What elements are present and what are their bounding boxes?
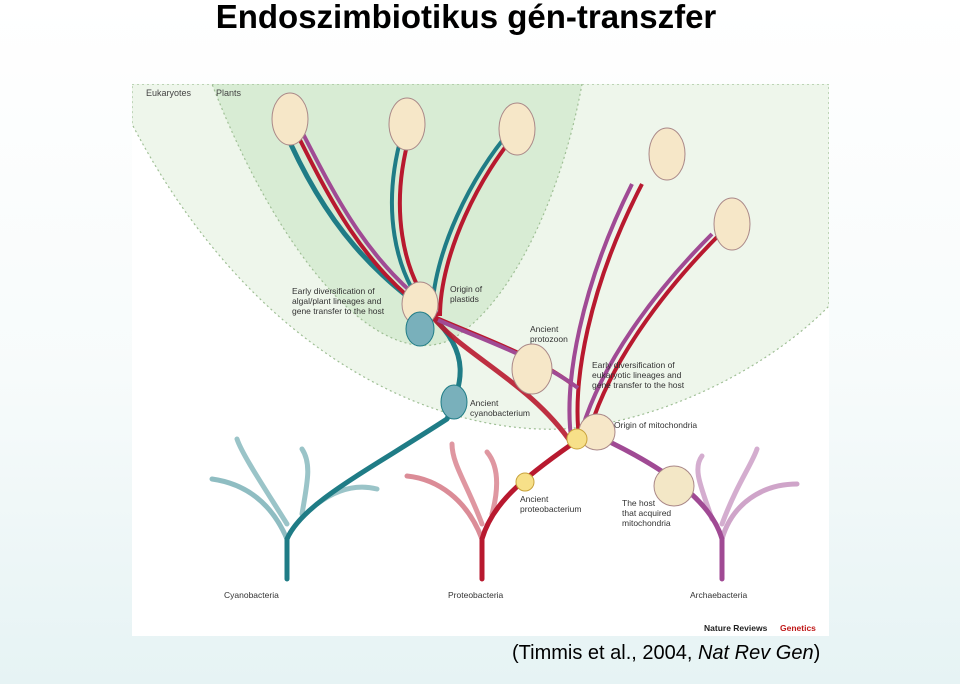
label-origin-mito: Origin of mitochondria	[614, 420, 697, 430]
label-early-div-algal-2: algal/plant lineages and	[292, 296, 382, 306]
label-proteobacteria: Proteobacteria	[448, 590, 504, 600]
ancient-proteobacterium-cell	[516, 473, 534, 491]
slide-title: Endoszimbiotikus gén-transzfer	[0, 0, 946, 40]
label-ancient-protozoon-1: Ancient	[530, 324, 559, 334]
cell-protist-1	[649, 128, 685, 180]
label-early-div-euk-1: Early diversification of	[592, 360, 675, 370]
ancient-cyanobacterium-cell	[441, 385, 467, 419]
label-origin-plastids-1: Origin of	[450, 284, 483, 294]
label-origin-plastids-2: plastids	[450, 294, 479, 304]
endosymbiosis-figure: Eukaryotes Plants	[132, 84, 829, 636]
archaebacteria-tree	[582, 429, 797, 579]
label-host-3: mitochondria	[622, 518, 671, 528]
label-cyanobacteria: Cyanobacteria	[224, 590, 279, 600]
cell-algal-2	[389, 98, 425, 150]
credit-journal: Nature Reviews	[704, 623, 768, 633]
credit-section: Genetics	[780, 623, 816, 633]
cell-algal-1	[272, 93, 308, 145]
citation-pre: (Timmis et al., 2004,	[512, 642, 698, 664]
plastid-cell	[406, 312, 434, 346]
cell-algal-3	[499, 103, 535, 155]
label-ancient-cyano-2: cyanobacterium	[470, 408, 530, 418]
mitochondrion-cell	[567, 429, 587, 449]
label-early-div-algal-3: gene transfer to the host	[292, 306, 385, 316]
citation-post: )	[814, 642, 821, 664]
label-host-2: that acquired	[622, 508, 671, 518]
eukaryotes-label: Eukaryotes	[146, 88, 192, 98]
cell-protist-2	[714, 198, 750, 250]
label-ancient-protozoon-2: protozoon	[530, 334, 568, 344]
label-early-div-euk-3: gene transfer to the host	[592, 380, 685, 390]
plants-label: Plants	[216, 88, 242, 98]
label-host-1: The host	[622, 498, 656, 508]
citation-journal: Nat Rev Gen	[698, 642, 814, 664]
label-ancient-proteo-1: Ancient	[520, 494, 549, 504]
label-early-div-euk-2: eukaryotic lineages and	[592, 370, 682, 380]
label-ancient-cyano-1: Ancient	[470, 398, 499, 408]
endosymbiosis-diagram: Eukaryotes Plants	[132, 84, 829, 636]
label-archaebacteria: Archaebacteria	[690, 590, 747, 600]
label-early-div-algal-1: Early diversification of	[292, 286, 375, 296]
label-ancient-proteo-2: proteobacterium	[520, 504, 581, 514]
citation: (Timmis et al., 2004, Nat Rev Gen)	[512, 642, 820, 665]
host-cell	[654, 466, 694, 506]
cell-ancient-protozoon	[512, 344, 552, 394]
cyanobacteria-tree	[212, 419, 447, 579]
